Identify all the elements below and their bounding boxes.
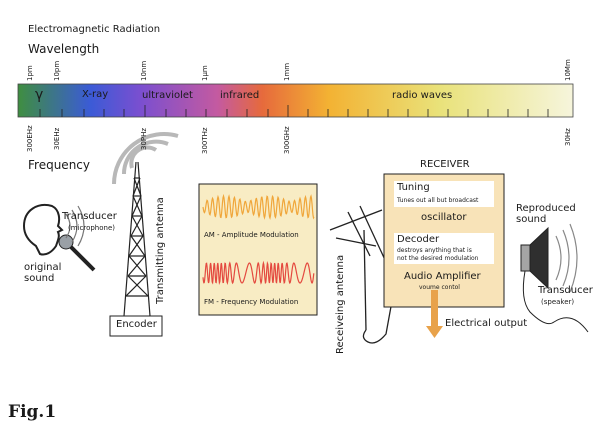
electrical-output-label: Electrical output (445, 318, 528, 329)
sound-waves-left (65, 205, 85, 247)
amplifier-title: Audio Amplifier (404, 271, 481, 282)
am-wave (202, 193, 315, 220)
fm-label: FM - Frequency Modulation (204, 298, 299, 306)
output-arrow-head (426, 326, 443, 338)
wavelength-tick: 1pm (26, 65, 34, 81)
oscillator-label: oscillator (421, 212, 467, 223)
wavelength-tick: 1μm (201, 65, 209, 81)
band-gamma: γ (35, 87, 44, 103)
wavelength-tick: 1mm (283, 62, 291, 81)
wavelength-tick: 10Mm (564, 59, 572, 81)
original-sound-label: original sound (24, 262, 62, 284)
tuning-desc: Tunes out all but broadcast (397, 197, 479, 204)
spectrum-ticks (39, 105, 549, 117)
decoder-desc-1: destroys anything that is (397, 247, 472, 254)
output-arrow (431, 290, 438, 326)
head-icon (22, 204, 64, 256)
spectrum-bar (17, 83, 574, 118)
frequency-tick: 30EHz (53, 127, 61, 150)
fm-wave (202, 260, 315, 286)
frequency-label: Frequency (28, 158, 90, 172)
wavelength-tick: 10pm (53, 60, 61, 81)
reproduced-sound-label: Reproduced sound (516, 203, 576, 225)
transmitting-antenna-label: Transmitting antenna (155, 197, 166, 304)
frequency-tick: 300THz (201, 127, 209, 154)
tuning-box (394, 181, 494, 207)
decoder-box (394, 233, 494, 264)
receiver-title: RECEIVER (420, 159, 470, 170)
receiving-antenna-label: Receiveing antenna (335, 254, 346, 354)
wavelength-tick: 10nm (140, 60, 148, 81)
frequency-tick: 30PHz (140, 127, 148, 150)
decoder-title: Decoder (397, 234, 440, 245)
encoder-box (109, 315, 163, 337)
am-label: AM - Amplitude Modulation (204, 231, 299, 239)
band-radio-waves: radio waves (392, 90, 453, 101)
encoder-label: Encoder (116, 319, 157, 330)
microphone-icon (58, 234, 96, 272)
receiving-antenna-icon (329, 205, 395, 344)
frequency-tick: 300GHz (283, 126, 291, 154)
frequency-tick: 30Hz (564, 128, 572, 146)
transmitting-tower (123, 161, 151, 317)
band-xray: X-ray (82, 89, 109, 100)
decoder-desc-2: not the desired modulation (397, 255, 479, 262)
speaker-icon (520, 226, 589, 333)
diagram-title: Electromagnetic Radiation (28, 24, 161, 35)
band-ultraviolet: ultraviolet (142, 90, 193, 101)
broadcast-waves (112, 132, 179, 185)
amplifier-desc: voume contol (419, 284, 460, 291)
band-infrared: infrared (220, 90, 260, 101)
frequency-tick: 300EHz (26, 125, 34, 152)
wavelength-label: Wavelength (28, 42, 100, 56)
tuning-title: Tuning (397, 182, 430, 193)
speaker-transducer-label: Transducer (538, 285, 593, 296)
sound-waves-right (555, 223, 578, 293)
mic-transducer-sub: (microphone) (68, 224, 115, 232)
speaker-transducer-sub: (speaker) (541, 298, 575, 306)
mic-transducer-label: Transducer (62, 211, 117, 222)
figure-label: Fig.1 (8, 402, 57, 422)
